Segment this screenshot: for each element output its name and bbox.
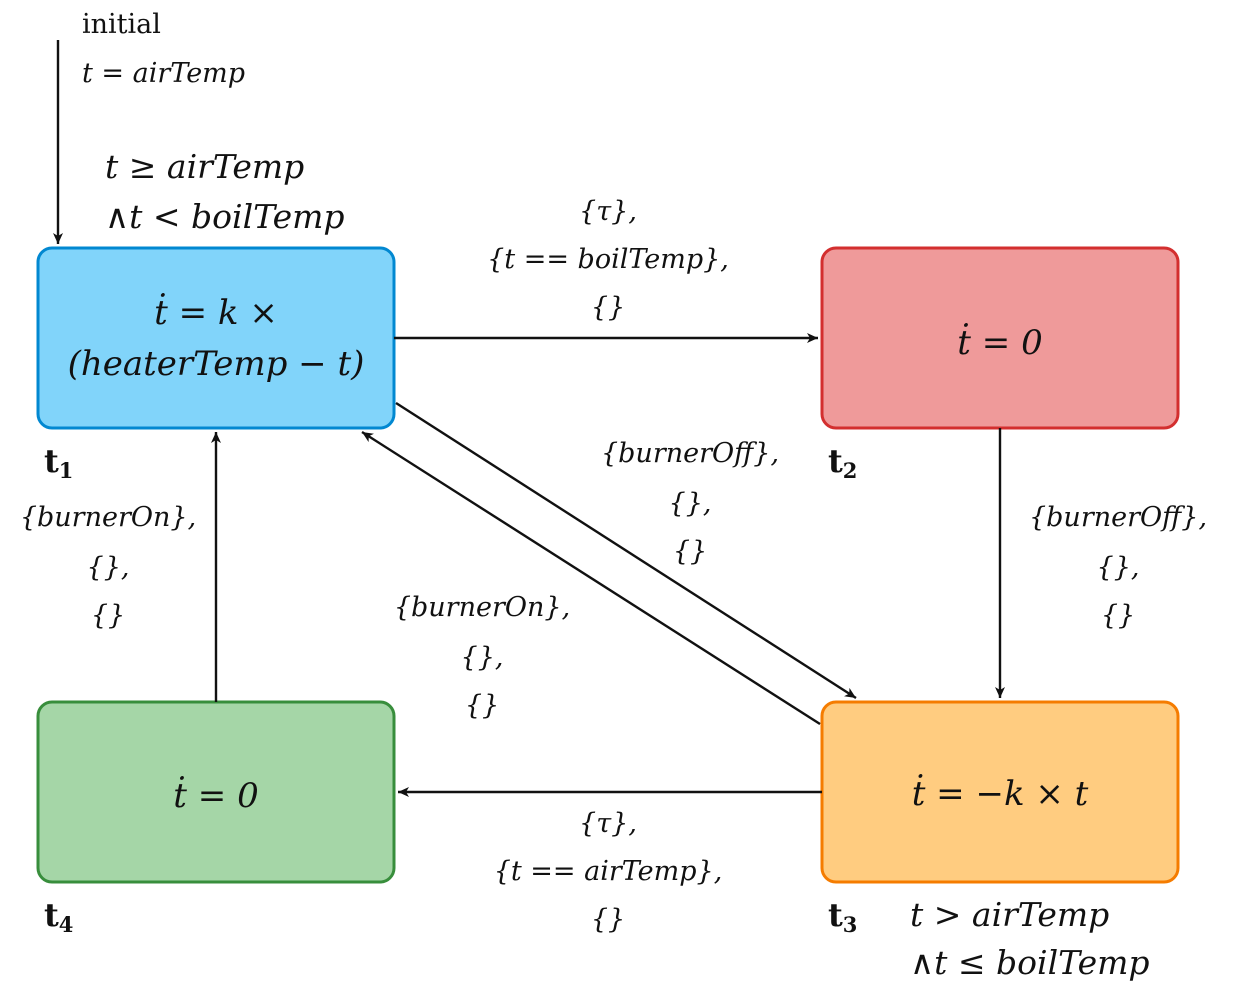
label-t1-t2-line1: {τ}, — [579, 196, 637, 227]
arrow-t3-t1 — [361, 430, 821, 726]
state-t1-box — [36, 246, 396, 430]
label-t3-t4-line2: {t == airTemp}, — [494, 856, 723, 887]
t3-invariant-line1: t > airTemp — [910, 895, 1109, 934]
state-t2: ṫ = 0 t2 — [820, 246, 1180, 483]
label-t3-t4-line3: {} — [591, 904, 625, 935]
state-t1: ṫ = k × (heaterTemp − t) t1 — [36, 246, 396, 483]
initial-assignment: t = airTemp — [82, 58, 245, 89]
state-t1-flow-line1: ṫ = k × — [154, 292, 278, 333]
transition-t4-t1: {burnerOn}, {}, {} — [20, 432, 221, 702]
state-t3-name: t3 — [828, 896, 857, 937]
state-t1-flow-line2: (heaterTemp − t) — [68, 344, 365, 384]
label-t4-t1-line1: {burnerOn}, — [20, 502, 196, 533]
label-t1-t3-line2: {}, — [669, 488, 712, 519]
state-t4-flow: ṫ = 0 — [173, 775, 258, 816]
label-t3-t1-line1: {burnerOn}, — [394, 592, 570, 623]
state-t4-name: t4 — [44, 896, 73, 937]
label-t2-t3-line3: {} — [1101, 600, 1135, 631]
transition-t1-t3: {burnerOff}, {}, {} — [395, 401, 857, 700]
state-t3-flow: ṫ = −k × t — [912, 773, 1089, 814]
t1-invariant: t ≥ airTemp ∧t < boilTemp — [105, 147, 345, 236]
state-t1-name: t1 — [44, 442, 73, 483]
label-t4-t1-line3: {} — [91, 600, 125, 631]
label-t1-t3-line3: {} — [673, 536, 707, 567]
transition-t3-t1: {burnerOn}, {}, {} — [361, 430, 821, 726]
initial-label: initial — [82, 9, 161, 40]
transition-t1-t2: {τ}, {t == boilTemp}, {} — [394, 196, 818, 343]
state-t3: ṫ = −k × t t3 t > airTemp ∧t ≤ boilTemp — [820, 700, 1180, 982]
arrow-t1-t3 — [395, 401, 857, 700]
t1-invariant-line1: t ≥ airTemp — [105, 147, 304, 186]
label-t2-t3-line1: {burnerOff}, — [1029, 502, 1207, 533]
transition-t3-t4: {τ}, {t == airTemp}, {} — [398, 787, 822, 935]
state-t4: ṫ = 0 t4 — [36, 700, 396, 937]
label-t1-t3-line1: {burnerOff}, — [601, 438, 779, 469]
initial-transition: initial t = airTemp — [53, 9, 245, 244]
label-t2-t3-line2: {}, — [1097, 552, 1140, 583]
label-t3-t4-line1: {τ}, — [579, 808, 637, 839]
t1-invariant-line2: ∧t < boilTemp — [105, 197, 345, 236]
label-t4-t1-line2: {}, — [87, 552, 130, 583]
label-t1-t2-line3: {} — [591, 292, 625, 323]
t3-invariant-line2: ∧t ≤ boilTemp — [910, 943, 1150, 982]
state-t2-name: t2 — [828, 442, 857, 483]
label-t1-t2-line2: {t == boilTemp}, — [487, 244, 729, 275]
transition-t2-t3: {burnerOff}, {}, {} — [995, 428, 1207, 698]
state-t2-flow: ṫ = 0 — [957, 322, 1042, 363]
label-t3-t1-line2: {}, — [461, 642, 504, 673]
label-t3-t1-line3: {} — [465, 690, 499, 721]
